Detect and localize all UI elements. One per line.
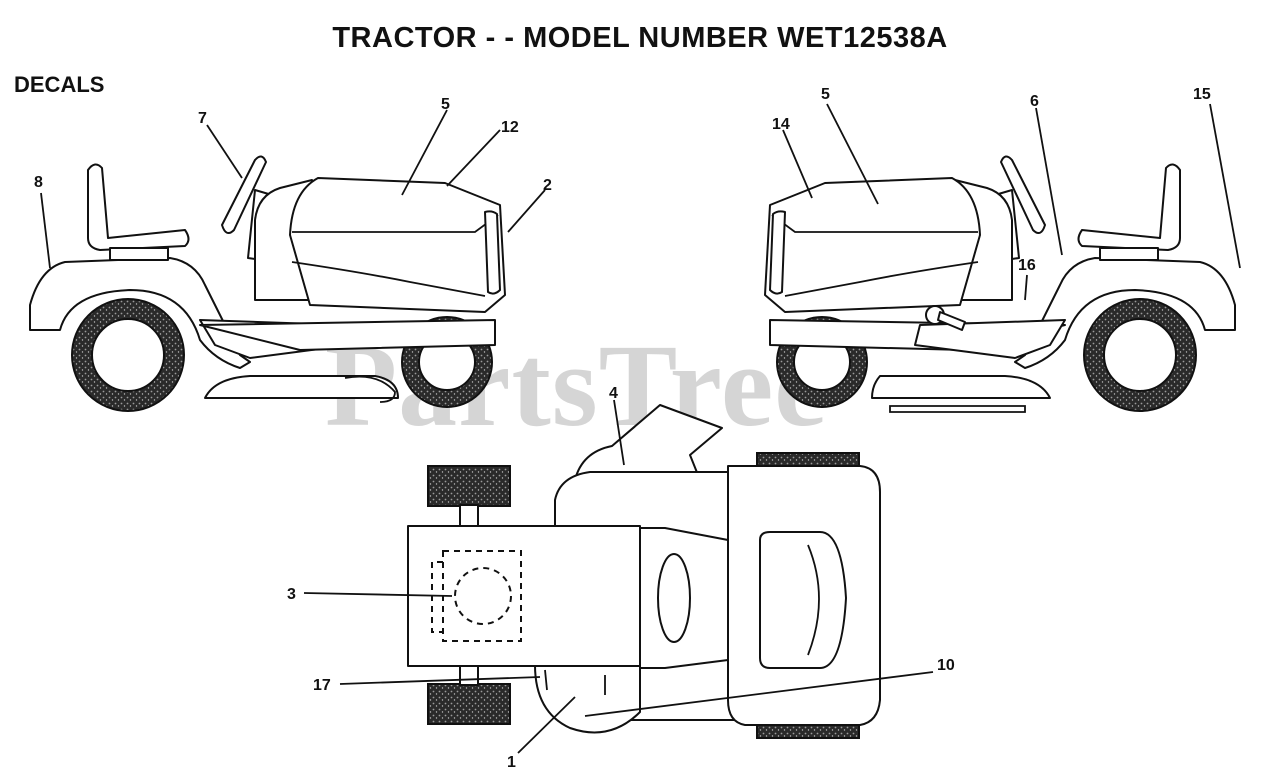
right-view-seat	[1077, 163, 1181, 251]
diagram-title: TRACTOR - - MODEL NUMBER WET12538A	[332, 22, 948, 54]
top-view-side-panel	[534, 664, 641, 734]
top-view-rear-right-tire	[427, 683, 511, 725]
callout-3: 3	[287, 586, 296, 603]
left-view-rear-fender	[29, 257, 251, 369]
callout-15: 15	[1193, 86, 1211, 103]
top-view-front-left-tire	[756, 452, 860, 468]
leader-lines	[40, 103, 1241, 754]
right-view-grille	[769, 210, 786, 295]
top-view-steering-wheel	[657, 553, 691, 643]
left-view-seat	[87, 163, 190, 251]
callout-12: 12	[501, 119, 519, 136]
left-view-steering-wheel	[221, 155, 267, 235]
right-view-rear-fender	[1014, 257, 1236, 369]
callout-7: 7	[198, 110, 207, 127]
callout-2: 2	[543, 177, 552, 194]
top-view-front-right-tire	[756, 723, 860, 739]
callout-numbers: 8 7 5 12 2 14 5 6 15 16 4 3 17 10 1	[34, 86, 1211, 771]
left-side-tractor-view	[29, 155, 506, 412]
callout-14: 14	[772, 116, 790, 133]
right-view-hood	[764, 177, 981, 313]
right-side-tractor-view	[764, 155, 1236, 413]
left-view-hood	[289, 177, 506, 313]
callout-16: 16	[1018, 257, 1036, 274]
section-label: DECALS	[14, 72, 105, 97]
callout-1: 1	[507, 754, 516, 771]
callout-4: 4	[609, 385, 618, 402]
callout-17: 17	[313, 677, 331, 694]
callout-5-left: 5	[441, 96, 450, 113]
callout-10: 10	[937, 657, 955, 674]
top-view-rear-left-tire	[427, 465, 511, 507]
right-view-mower-deck	[871, 375, 1051, 399]
left-view-mower-deck	[204, 375, 399, 399]
callout-6: 6	[1030, 93, 1039, 110]
right-view-steering-wheel	[1000, 155, 1046, 235]
left-view-grille	[484, 210, 501, 295]
callout-5-right: 5	[821, 86, 830, 103]
callout-8: 8	[34, 174, 43, 191]
top-view-grille	[759, 531, 847, 669]
top-view-discharge-chute	[574, 404, 723, 486]
